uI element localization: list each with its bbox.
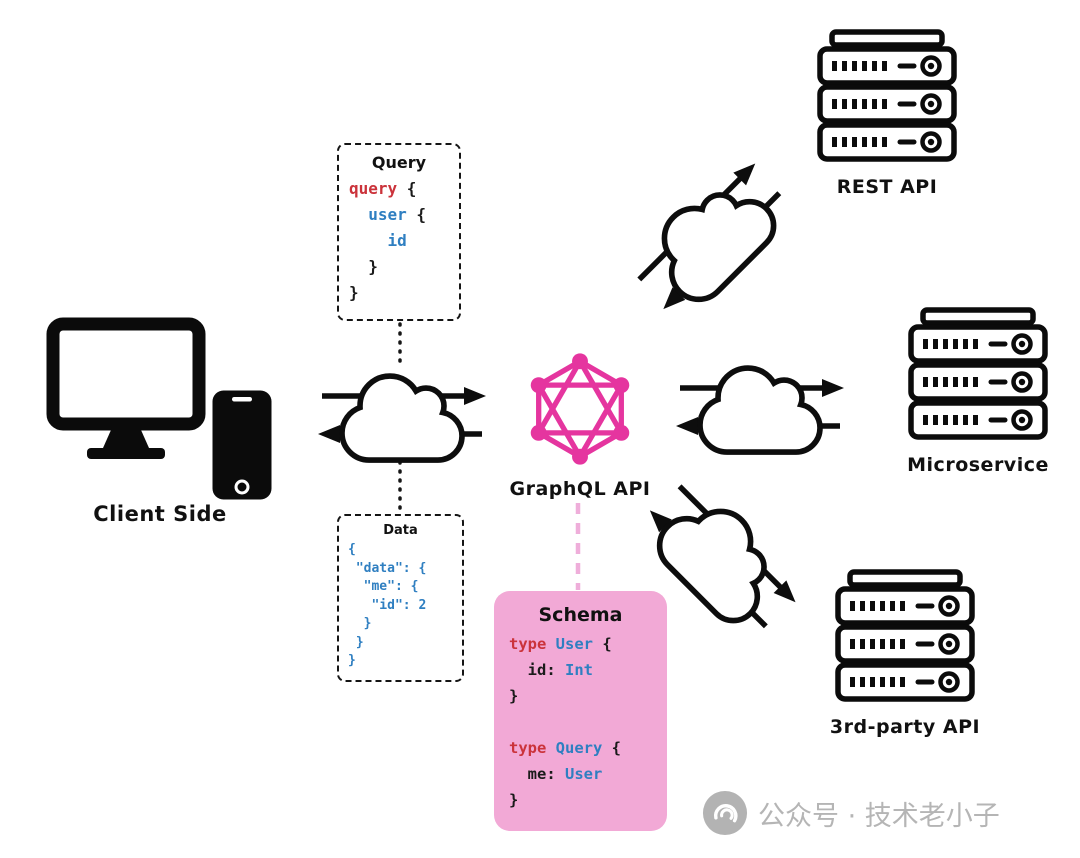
schema-box: Schema type User { id: Int} type Query {…: [494, 591, 667, 831]
watermark: 公众号 · 技术老小子: [702, 790, 1000, 836]
client-side-label: Client Side: [93, 502, 227, 526]
link-graphql-rest: [617, 144, 804, 331]
data-code-box: Data { "data": { "me": { "id": 2 } }}: [337, 514, 464, 682]
link-graphql-microservice: [676, 360, 844, 456]
smartphone-icon: [212, 390, 272, 500]
link-graphql-thirdparty: [629, 464, 816, 651]
schema-box-title: Schema: [538, 604, 623, 626]
desktop-monitor-icon: [46, 317, 206, 459]
query-code-box: Query query { user { id }}: [337, 143, 461, 321]
thirdparty-api-label: 3rd-party API: [829, 716, 981, 738]
rest-api-label: REST API: [836, 176, 938, 198]
wechat-channels-icon: [702, 790, 748, 836]
graphql-api-label: GraphQL API: [509, 478, 651, 500]
rest-api-server-icon: [812, 28, 962, 168]
microservice-label: Microservice: [907, 454, 1049, 476]
query-code: query { user { id }}: [349, 179, 427, 302]
microservice-server-icon: [903, 306, 1053, 446]
link-client-graphql: [318, 368, 486, 464]
graphql-logo-icon: [530, 353, 630, 465]
query-box-title: Query: [371, 153, 427, 172]
data-box-title: Data: [383, 523, 418, 538]
data-code: { "data": { "me": { "id": 2 } }}: [348, 542, 427, 668]
thirdparty-server-icon: [830, 568, 980, 708]
watermark-text: 公众号 · 技术老小子: [758, 800, 1000, 832]
schema-code: type User { id: Int} type Query { me: Us…: [509, 635, 622, 809]
